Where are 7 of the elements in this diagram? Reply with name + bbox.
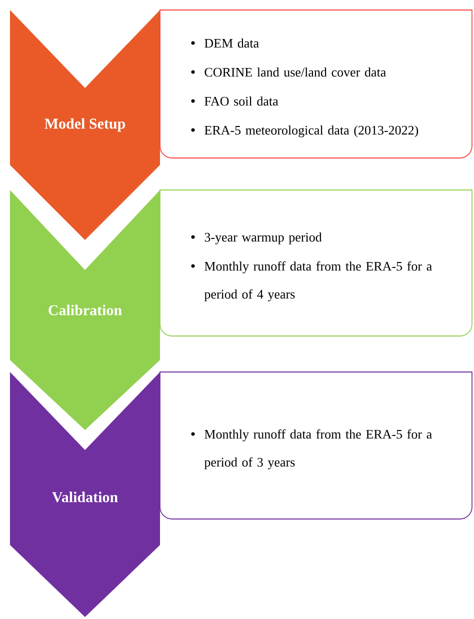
bullet-item: ERA-5 meteorological data (2013-2022) (191, 125, 418, 138)
bullet-item: Monthly runoff data from the ERA-5 for a period of 3 years (191, 429, 432, 470)
bullet-item: Monthly runoff data from the ERA-5 for a period of 4 years (191, 261, 432, 302)
bullet-item: 3-year warmup period (191, 232, 322, 244)
bullet-item: FAO soil data (191, 96, 278, 106)
bullet-item: CORINE land use/land cover data (191, 67, 386, 77)
bullet-item: DEM data (191, 38, 259, 48)
